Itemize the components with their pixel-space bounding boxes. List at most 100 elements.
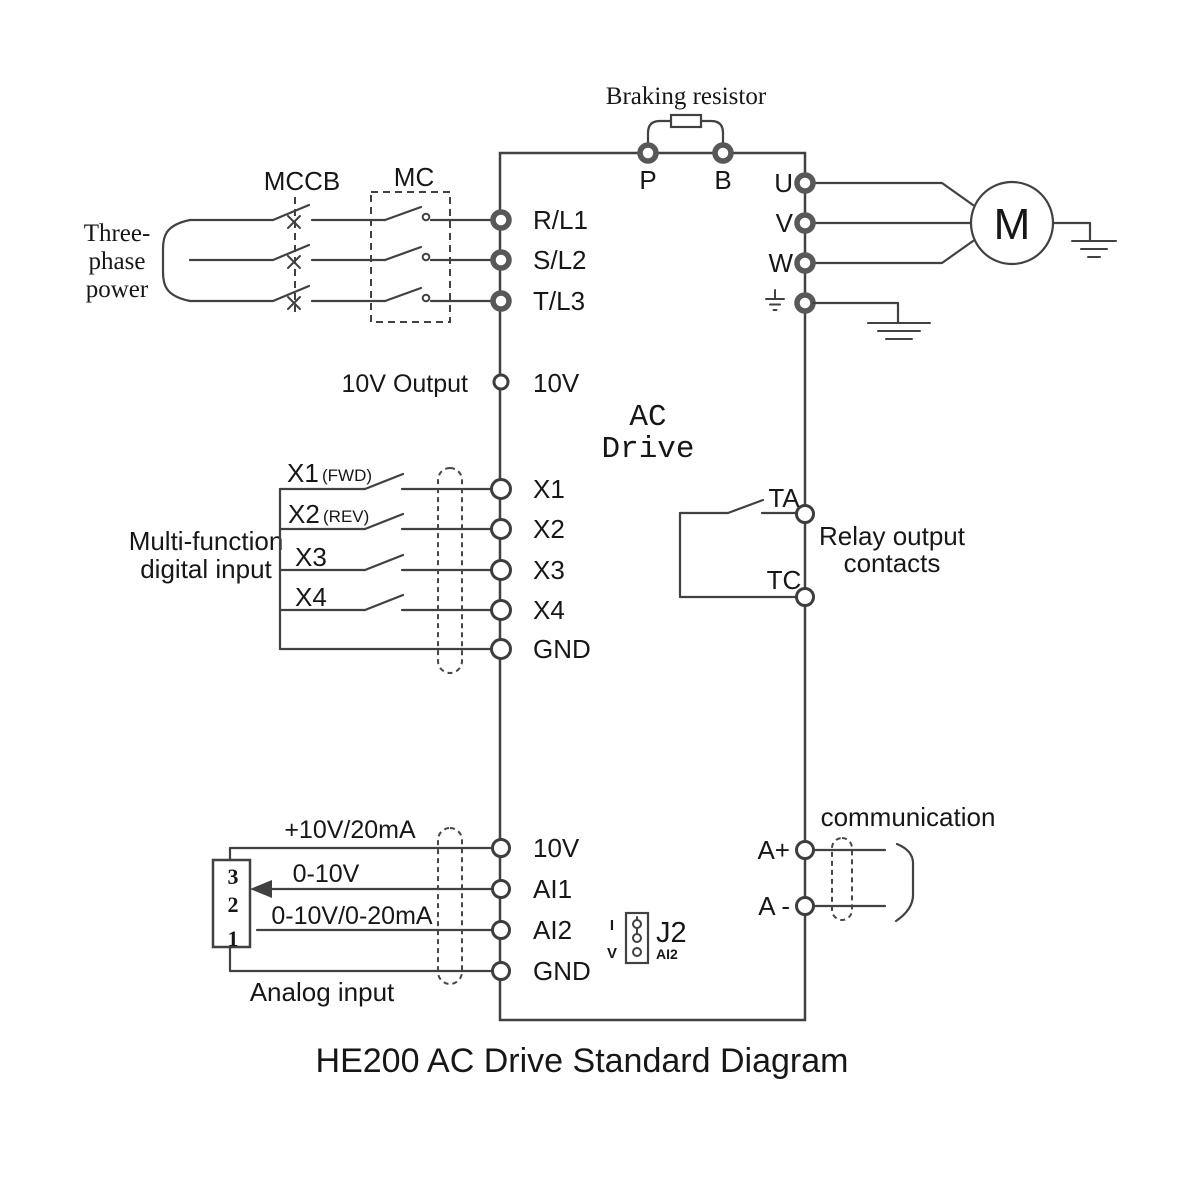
terminal-tc: [795, 587, 815, 607]
relay-output-section: TA TC Relay output contacts: [678, 483, 966, 607]
mc-contactor-dashed-box: [370, 191, 451, 323]
terminal-label-a-plus: A+: [757, 835, 790, 865]
terminal-label-v: V: [776, 208, 794, 238]
mc-blade: [383, 286, 423, 303]
relay-caption-line1: Relay output: [819, 521, 966, 551]
digital-input-section: Multi-function digital input X1 (FWD) X2…: [129, 458, 591, 674]
terminal-label-10v-analog: 10V: [533, 833, 580, 863]
shield-capsule-analog: [437, 827, 463, 985]
jumper-sub-label: AI2: [656, 946, 678, 962]
switch-x2: X2 (REV): [278, 499, 495, 531]
terminal-label-x1: X1: [533, 474, 565, 504]
terminal-b: [712, 142, 734, 164]
terminal-x4: [490, 599, 512, 621]
earth-icon: [765, 289, 785, 311]
braking-resistor-symbol: [669, 113, 703, 129]
wire: [1051, 221, 1092, 242]
braking-wire-left: [646, 119, 673, 148]
terminal-label-ta: TA: [768, 483, 800, 513]
wire-w: [811, 239, 975, 265]
relay-caption-line2: contacts: [844, 548, 941, 578]
aux-10v-caption: 10V Output: [342, 370, 469, 398]
terminal-label-10v-output: 10V: [533, 368, 580, 398]
terminal-label-p: P: [639, 165, 656, 195]
jumper-j2-section: I V J2 AI2: [607, 911, 687, 965]
mccb-x-mark: [287, 296, 301, 310]
terminal-label-gnd-analog: GND: [533, 956, 591, 986]
terminal-label-a-minus: A -: [758, 891, 790, 921]
terminal-ai2: [491, 920, 511, 940]
wire-label-0-10v: 0-10V: [293, 860, 360, 888]
jumper-pin-mid: [632, 933, 642, 943]
motor-output-section: U V W M: [765, 168, 1117, 340]
pot-pin-3: 3: [228, 864, 239, 889]
terminal-ai1: [491, 879, 511, 899]
wire-10v: [228, 846, 494, 862]
arrowhead-left-icon: [250, 880, 272, 898]
mc-contact: [421, 212, 431, 222]
mccb-label: MCCB: [264, 166, 341, 196]
jumper-pin-i: [632, 919, 642, 929]
terminal-w: [794, 252, 816, 274]
mccb-blade: [271, 284, 311, 303]
analog-input-section: 3 2 1 +10V/20mA 0-10V 0-10V/0-20mA Analo…: [211, 816, 591, 1007]
wire-gnd-analog: [228, 945, 494, 973]
terminal-label-x3: X3: [533, 555, 565, 585]
terminal-label-u: U: [774, 168, 793, 198]
mccb-x-mark: [287, 215, 301, 229]
braking-resistor-caption: Braking resistor: [606, 83, 767, 110]
terminal-label-w: W: [768, 248, 793, 278]
comm-caption: communication: [821, 802, 996, 832]
drive-name-line1: AC: [629, 400, 666, 435]
terminal-label-tl3: T/L3: [533, 286, 585, 316]
mccb-x-mark: [287, 255, 301, 269]
wire-u: [811, 181, 975, 207]
twisted-pair-bracket: [894, 842, 915, 923]
terminal-label-x4: X4: [533, 595, 565, 625]
three-phase-input-section: Three- phase power MCCB MC: [84, 162, 588, 323]
terminal-label-b: B: [714, 165, 731, 195]
jumper-pin-v: [632, 947, 642, 957]
switch-x3: X3: [278, 542, 495, 572]
switch-blade: [363, 593, 405, 612]
mc-label: MC: [394, 162, 434, 192]
jumper-name: J2: [656, 917, 687, 949]
phase-s: [188, 243, 495, 269]
switch-x1: X1 (FWD): [278, 458, 495, 491]
aux-10v-section: 10V Output 10V: [342, 368, 580, 398]
terminal-u: [794, 172, 816, 194]
switch-x4: X4: [278, 582, 495, 612]
terminal-p: [637, 142, 659, 164]
source-label-line3: power: [86, 276, 149, 303]
motor-ground: [1051, 221, 1117, 258]
ground-icon: [1071, 240, 1117, 258]
switch-tag-fwd: (FWD): [322, 466, 372, 485]
phase-r: [188, 203, 495, 229]
digital-caption-line2: digital input: [140, 554, 272, 584]
wire: [678, 511, 799, 599]
wire-label-0-10v-0-20ma: 0-10V/0-20mA: [271, 902, 433, 930]
mc-contact: [421, 293, 431, 303]
terminal-label-tc: TC: [767, 565, 802, 595]
digital-caption-line1: Multi-function: [129, 526, 284, 556]
pot-pin-2: 2: [228, 892, 239, 917]
pot-pin-1: 1: [228, 926, 239, 951]
shield-capsule-comm: [831, 837, 853, 921]
mccb-blade: [271, 203, 311, 222]
phase-t: [188, 284, 495, 310]
jumper-label-v: V: [607, 945, 617, 962]
wire: [811, 301, 900, 324]
switch-label-x3: X3: [295, 542, 327, 572]
terminal-tl3: [490, 290, 512, 312]
mc-blade: [383, 245, 423, 262]
switch-blade: [363, 512, 405, 531]
switch-blade: [363, 553, 405, 572]
terminal-10v-output: [492, 373, 510, 391]
switch-label-x1: X1: [287, 458, 319, 488]
source-label-line1: Three-: [84, 220, 151, 247]
mccb-blade: [271, 243, 311, 262]
terminal-label-ai1: AI1: [533, 874, 572, 904]
drive-name-line2: Drive: [601, 432, 694, 467]
terminal-label-rl1: R/L1: [533, 205, 588, 235]
